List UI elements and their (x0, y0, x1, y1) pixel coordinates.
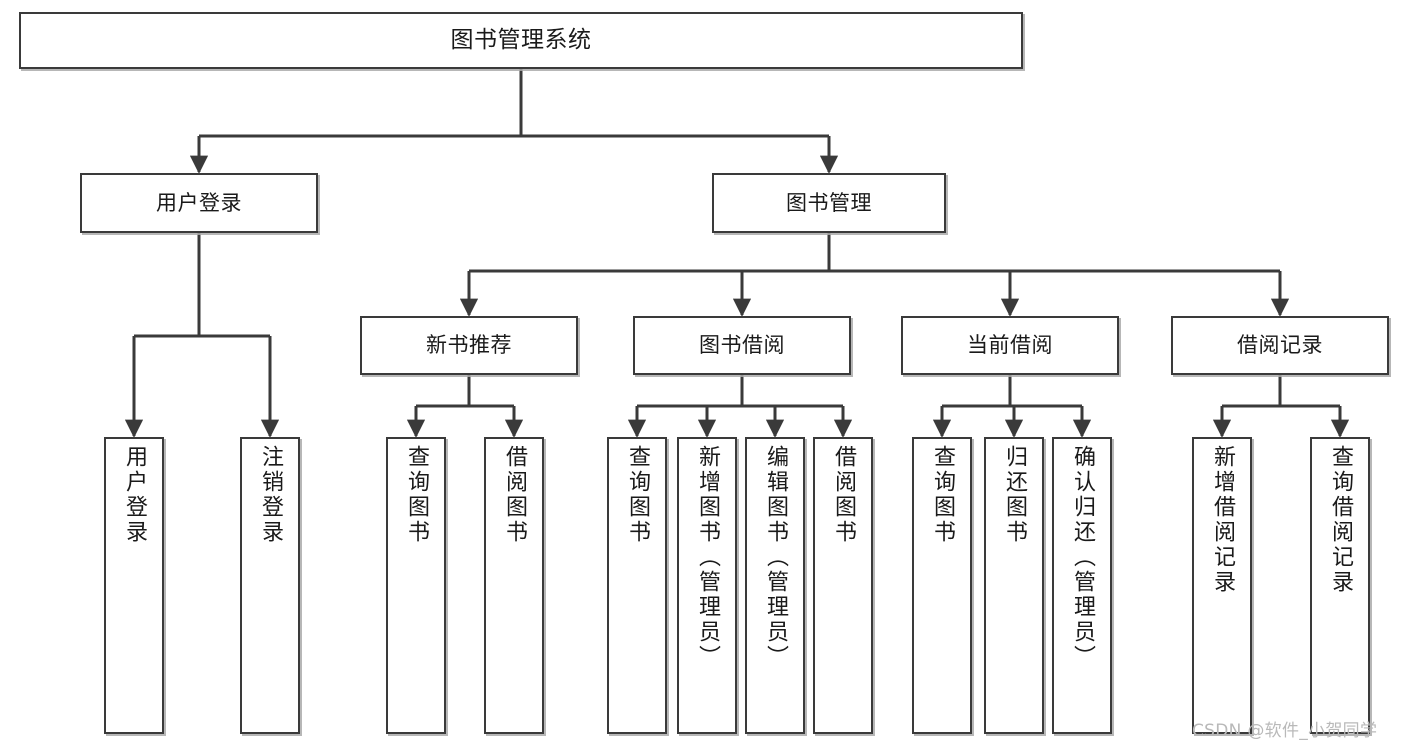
node-login[interactable]: 用户登录 (80, 173, 318, 233)
node-current[interactable]: 当前借阅 (901, 316, 1119, 375)
node-leaf-bor-4[interactable]: 借阅图书 (813, 437, 873, 734)
node-label: 注销登录 (258, 445, 283, 545)
node-label: 当前借阅 (967, 333, 1053, 358)
node-label: 查询图书 (930, 445, 955, 545)
node-label: 用户登录 (122, 445, 147, 545)
node-records[interactable]: 借阅记录 (1171, 316, 1389, 375)
node-borrow[interactable]: 图书借阅 (633, 316, 851, 375)
node-label: 查询图书 (625, 445, 650, 545)
node-leaf-rec-1[interactable]: 新增借阅记录 (1192, 437, 1252, 734)
node-label: 确认归还（管理员） (1070, 445, 1095, 670)
node-label: 新书推荐 (426, 333, 512, 358)
node-leaf-login-2[interactable]: 注销登录 (240, 437, 300, 734)
node-label: 查询图书 (404, 445, 429, 545)
node-bookmgmt[interactable]: 图书管理 (712, 173, 946, 233)
edges (124, 69, 1350, 438)
node-label: 查询借阅记录 (1328, 445, 1353, 595)
node-leaf-bor-3[interactable]: 编辑图书（管理员） (745, 437, 805, 734)
node-label: 归还图书 (1002, 445, 1027, 545)
node-label: 用户登录 (156, 190, 242, 215)
node-newbook[interactable]: 新书推荐 (360, 316, 578, 375)
node-label: 图书管理系统 (450, 26, 592, 53)
node-leaf-cur-1[interactable]: 查询图书 (912, 437, 972, 734)
node-label: 新增图书（管理员） (695, 445, 720, 670)
node-leaf-bor-1[interactable]: 查询图书 (607, 437, 667, 734)
node-label: 借阅图书 (831, 445, 856, 545)
node-label: 借阅记录 (1237, 333, 1323, 358)
node-leaf-cur-2[interactable]: 归还图书 (984, 437, 1044, 734)
node-label: 编辑图书（管理员） (763, 445, 788, 670)
node-label: 新增借阅记录 (1210, 445, 1235, 595)
watermark-label: CSDN @软件_小贺同学 (1192, 721, 1378, 741)
node-leaf-bor-2[interactable]: 新增图书（管理员） (677, 437, 737, 734)
node-leaf-new-1[interactable]: 查询图书 (386, 437, 446, 734)
node-root[interactable]: 图书管理系统 (19, 12, 1023, 69)
node-label: 图书借阅 (699, 333, 785, 358)
node-label: 借阅图书 (502, 445, 527, 545)
node-leaf-new-2[interactable]: 借阅图书 (484, 437, 544, 734)
node-leaf-rec-2[interactable]: 查询借阅记录 (1310, 437, 1370, 734)
node-leaf-login-1[interactable]: 用户登录 (104, 437, 164, 734)
node-leaf-cur-3[interactable]: 确认归还（管理员） (1052, 437, 1112, 734)
node-label: 图书管理 (786, 190, 872, 215)
